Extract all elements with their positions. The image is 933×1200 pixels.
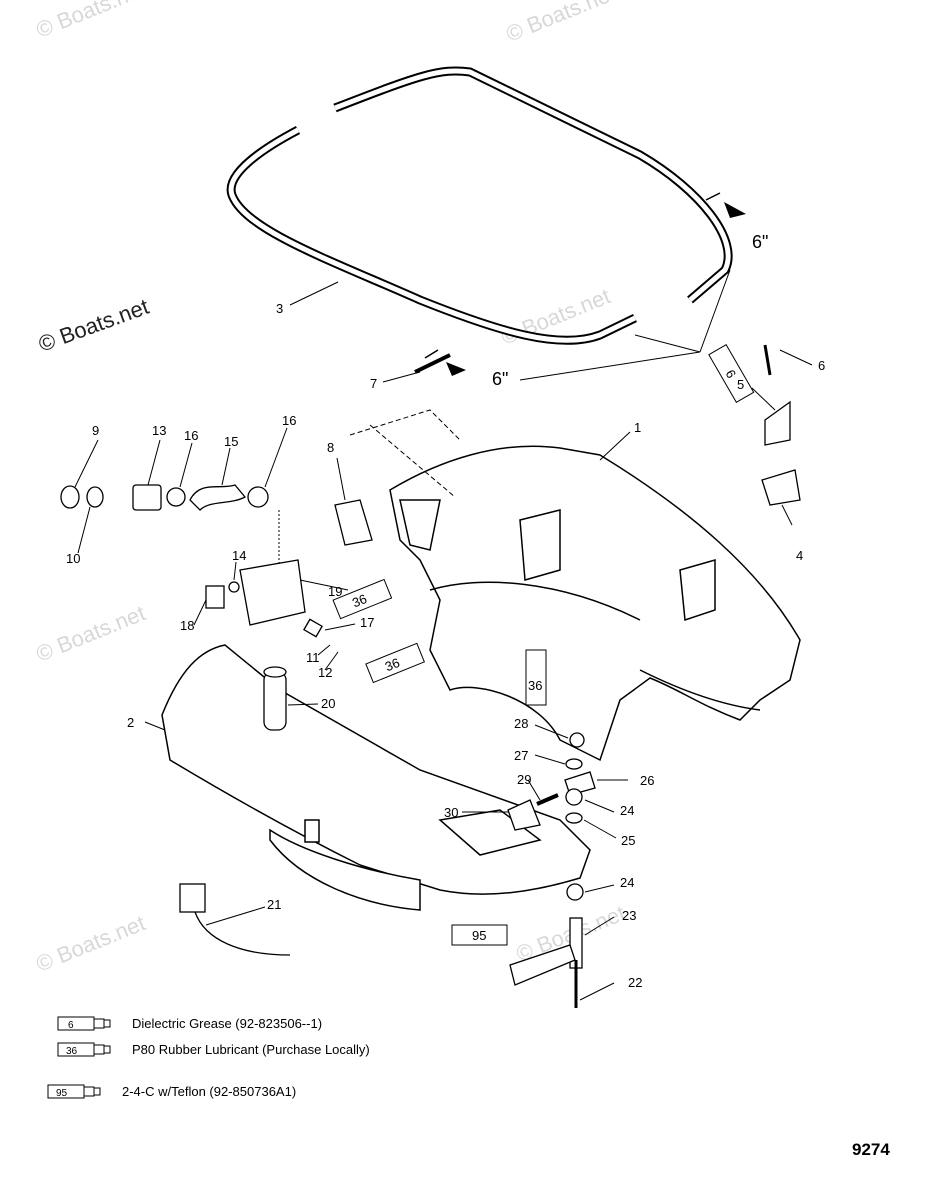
dimension-label: 6" [492,369,508,389]
callout-24: 24 [620,875,634,890]
tube: 95 [451,924,508,946]
watermark-faint: © Boats.net [33,0,149,43]
callout-24b: 24 [620,803,634,818]
callout-25: 25 [621,833,635,848]
leader-lines [74,281,813,1001]
callout-18: 18 [180,618,194,633]
legend-code: 36 [66,1046,78,1057]
callout-4: 4 [796,548,803,563]
callout-10: 10 [66,551,80,566]
callout-8: 8 [327,440,334,455]
callout-13: 13 [152,423,166,438]
legend-row: 6 Dielectric Grease (92-823506--1) [54,1012,322,1034]
tube-label: 36 [383,655,402,674]
callout-17: 17 [360,615,374,630]
callout-5: 5 [737,377,744,392]
tube-label: 36 [528,678,542,693]
legend-text: P80 Rubber Lubricant (Purchase Locally) [132,1041,370,1057]
callout-27: 27 [514,748,528,763]
callout-15: 15 [224,434,238,449]
part-bottom-cowl [389,445,801,762]
callout-30: 30 [444,805,458,820]
callout-29: 29 [517,772,531,787]
figure-number: 9274 [852,1140,890,1159]
dimension-label: 6" [752,232,768,252]
tube: 6 [708,344,755,404]
callout-23: 23 [622,908,636,923]
legend-row: 36 P80 Rubber Lubricant (Purchase Locall… [54,1038,370,1060]
callout-16: 16 [184,428,198,443]
lubricant-tubes: 6 36 36 36 95 [332,344,755,946]
watermark-main: © Boats.net [35,294,152,357]
part-seal [226,66,746,381]
tube: 36 [332,578,393,620]
callout-7: 7 [370,376,377,391]
callout-19: 19 [328,584,342,599]
watermark-faint: © Boats.net [503,0,619,47]
callout-numbers: 1 2 3 4 5 6 6 7 8 9 10 11 12 13 14 15 16… [66,301,825,990]
callout-26: 26 [640,773,654,788]
watermark-faint: © Boats.net [33,910,149,976]
tube-icon: 95 [47,1084,101,1099]
callout-20: 20 [321,696,335,711]
legend-text: 2-4-C w/Teflon (92-850736A1) [122,1083,297,1099]
tube-label: 95 [472,928,486,943]
tube-icon: 36 [57,1042,111,1057]
callout-2: 2 [127,715,134,730]
callout-1: 1 [634,420,641,435]
callout-22: 22 [628,975,642,990]
watermark-faint: © Boats.net [33,600,149,666]
small-parts [60,344,801,1008]
callout-3: 3 [276,301,283,316]
callout-14: 14 [232,548,246,563]
callout-11: 11 [306,650,320,665]
legend-code: 6 [68,1020,74,1031]
tube-icon: 6 [57,1016,111,1031]
callout-6: 6 [818,358,825,373]
callout-16b: 16 [282,413,296,428]
callout-9: 9 [92,423,99,438]
callout-12: 12 [318,665,332,680]
tube: 36 [525,649,547,706]
tube: 36 [365,642,425,684]
legend-code: 95 [56,1088,68,1099]
callout-21: 21 [267,897,281,912]
callout-28: 28 [514,716,528,731]
legend-row: 95 2-4-C w/Teflon (92-850736A1) [44,1080,296,1102]
legend-text: Dielectric Grease (92-823506--1) [132,1015,323,1031]
tube-label: 36 [350,591,369,610]
